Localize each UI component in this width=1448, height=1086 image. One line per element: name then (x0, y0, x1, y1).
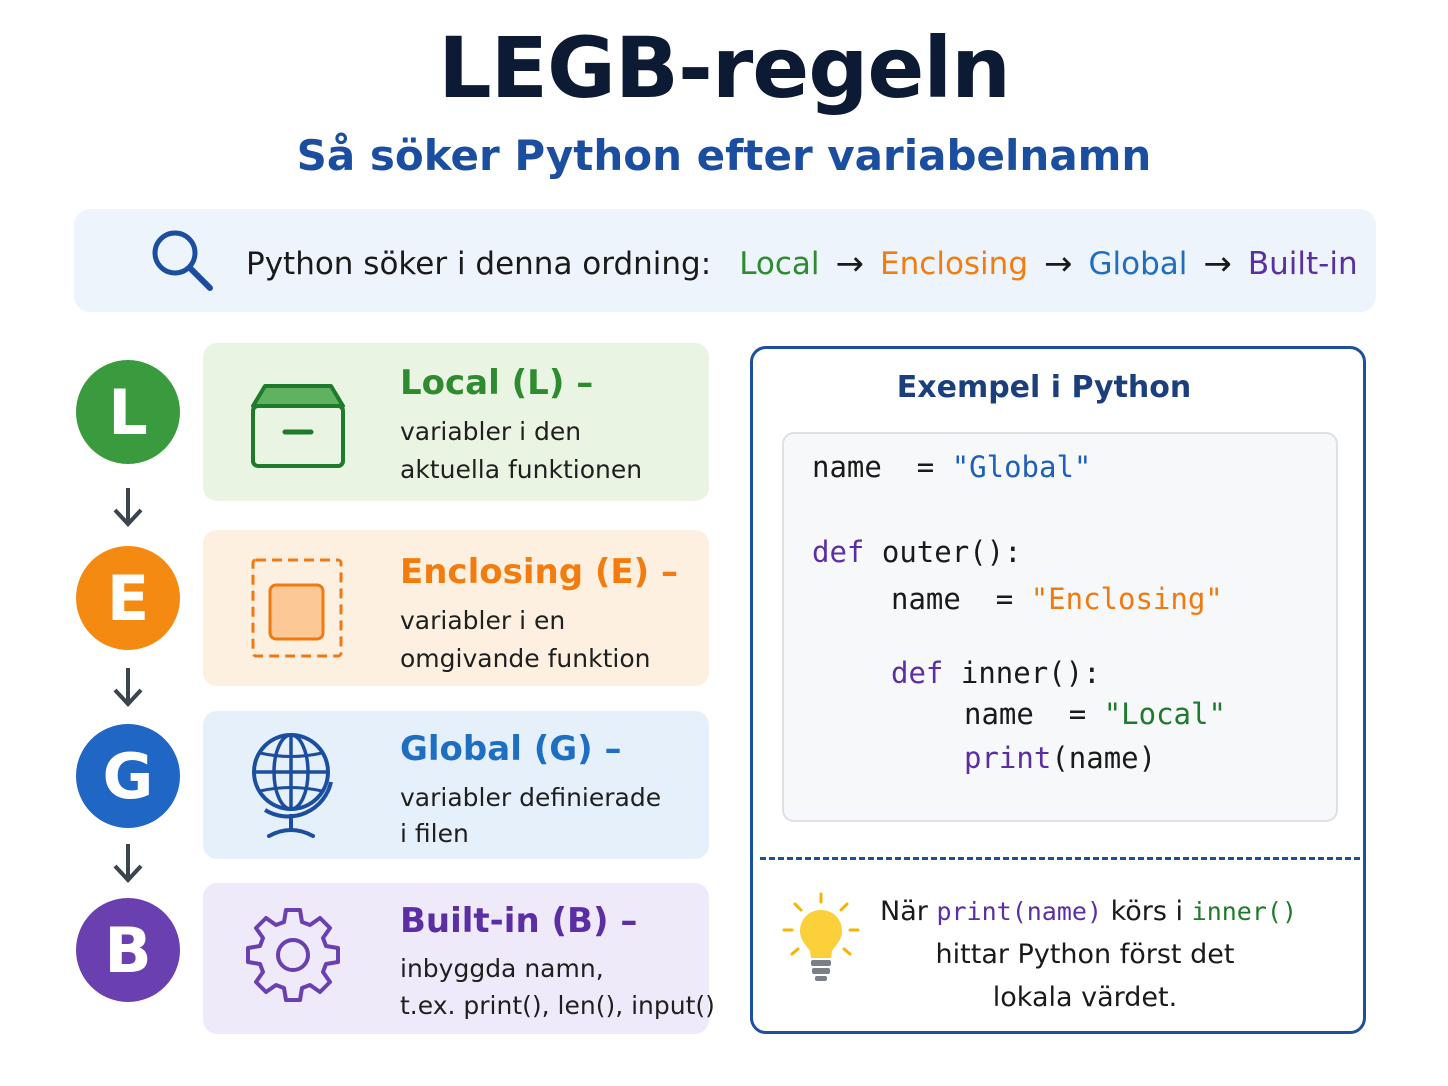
example-panel (750, 346, 1366, 1034)
note-line-3: lokala värdet. (992, 982, 1178, 1013)
code-string: "Local" (1103, 697, 1226, 731)
order-step-enclosing: Enclosing (880, 246, 1028, 282)
code-keyword: def (891, 656, 944, 690)
level-title-enclosing: Enclosing (E) – (400, 552, 679, 592)
arrow-right-icon: → (1203, 244, 1232, 284)
example-title: Exempel i Python (896, 370, 1192, 405)
level-desc-builtin-2: t.ex. print(), len(), input() (400, 991, 715, 1020)
code-line-5: name = "Local" (964, 697, 1226, 731)
search-order-bar (74, 209, 1376, 312)
page-subtitle: Så söker Python efter variabelnamn (296, 131, 1152, 180)
level-letter-l: L (76, 360, 180, 464)
level-title-local: Local (L) – (400, 363, 594, 403)
code-line-2: def outer(): (812, 535, 1022, 569)
code-line-1: name = "Global" (812, 450, 1091, 484)
code-text: name = (891, 582, 1031, 616)
code-function: print (964, 741, 1052, 775)
code-string: "Enclosing" (1030, 582, 1223, 616)
code-text: (name) (1051, 741, 1157, 775)
note-code-print: print(name) (936, 897, 1103, 926)
globe-icon (252, 733, 333, 838)
note-code-inner: inner() (1191, 897, 1298, 926)
code-string: "Global" (951, 450, 1092, 484)
level-card-local (203, 343, 709, 501)
archive-box-icon (251, 384, 345, 468)
order-step-builtin: Built-in (1247, 246, 1358, 282)
level-title-global: Global (G) – (400, 729, 622, 769)
code-keyword: def (812, 535, 865, 569)
order-step-local: Local (739, 246, 820, 282)
lightbulb-icon (782, 892, 860, 981)
level-desc-global-2: i filen (400, 819, 469, 848)
level-desc-builtin-1: inbyggda namn, (400, 954, 604, 983)
dashed-square-icon (251, 558, 343, 658)
arrow-down-icon (113, 488, 143, 527)
level-title-builtin: Built-in (B) – (400, 901, 638, 941)
order-step-global: Global (1088, 246, 1188, 282)
code-text: name = (812, 450, 952, 484)
search-icon (152, 230, 213, 291)
note-text: körs i (1110, 896, 1184, 927)
arrow-down-icon (113, 668, 143, 707)
search-order: Python söker i denna ordning: Local → En… (246, 240, 1358, 288)
arrow-right-icon: → (1044, 244, 1073, 284)
note-line-2: hittar Python först det (935, 939, 1235, 970)
level-desc-enclosing-2: omgivande funktion (400, 644, 651, 673)
page-title: LEGB-regeln (438, 19, 1011, 117)
search-order-label: Python söker i denna ordning: (246, 246, 712, 282)
arrow-right-icon: → (835, 244, 865, 284)
code-text: name = (964, 697, 1104, 731)
level-desc-local-1: variabler i den (400, 417, 582, 446)
level-desc-local-2: aktuella funktionen (400, 455, 643, 484)
code-text: outer(): (881, 535, 1022, 569)
code-line-4: def inner(): (891, 656, 1101, 690)
level-letter-e: E (76, 546, 180, 650)
arrow-down-icon (113, 844, 143, 883)
level-desc-enclosing-1: variabler i en (400, 606, 566, 635)
code-line-6: print(name) (964, 741, 1156, 775)
gear-icon (246, 908, 340, 1002)
level-letter-b: B (76, 898, 180, 1002)
code-text: inner(): (960, 656, 1101, 690)
note-text: När (880, 896, 928, 927)
code-block (782, 432, 1338, 822)
level-desc-global-1: variabler definierade (400, 783, 662, 812)
code-line-3: name = "Enclosing" (891, 582, 1223, 616)
note-line-1: När print(name) körs i inner() (880, 896, 1297, 927)
dashed-divider (760, 857, 1360, 860)
level-letter-g: G (76, 724, 180, 828)
